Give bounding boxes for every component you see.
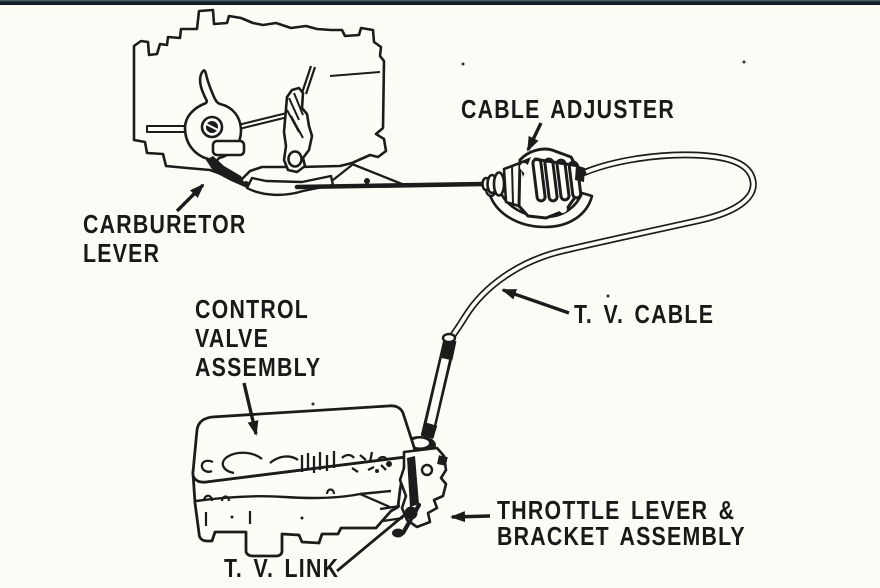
callout-arrows [175, 122, 570, 573]
label-carburetor-lever-line1: CARBURETOR [83, 209, 247, 239]
label-throttle-lever-bracket: THROTTLE LEVER & BRACKET ASSEMBLY [497, 497, 746, 549]
label-tv-cable-text: T. V. CABLE [574, 299, 715, 329]
scan-paper-band [0, 5, 880, 14]
carburetor-drawing [132, 8, 403, 196]
choke-lever [282, 65, 317, 174]
label-cable-adjuster: CABLE ADJUSTER [461, 95, 675, 124]
throttle-rod [146, 125, 191, 133]
scan-top-edge [0, 0, 880, 5]
label-throttle-bracket-line2: BRACKET ASSEMBLY [497, 521, 746, 551]
label-control-valve-line2: VALVE [195, 323, 270, 353]
label-tv-link: T. V. LINK [224, 554, 339, 583]
carburetor-body-outline [132, 8, 388, 183]
label-control-valve-assembly: CONTROL VALVE ASSEMBLY [195, 295, 321, 382]
arrow-carburetor-lever [175, 183, 205, 213]
arrow-control-valve [242, 382, 259, 436]
label-tv-link-text: T. V. LINK [224, 553, 340, 583]
label-control-valve-line1: CONTROL [195, 294, 310, 324]
throttle-lever-bracket-drawing [379, 446, 448, 538]
label-cable-adjuster-text: CABLE ADJUSTER [461, 94, 675, 124]
arrow-cable-adjuster [526, 122, 543, 152]
carburetor-lever-part [183, 69, 246, 169]
label-control-valve-line3: ASSEMBLY [195, 352, 322, 382]
cable-adjuster-drawing [481, 147, 594, 229]
tv-cable-loop [446, 151, 757, 342]
arrow-throttle-bracket [450, 511, 491, 523]
casting-texture [200, 451, 389, 475]
leader-tv-link [336, 510, 409, 573]
tv-cable-inner-wire [294, 181, 487, 190]
tv-link-part [400, 502, 422, 536]
label-carburetor-lever: CARBURETOR LEVER [83, 210, 247, 268]
label-carburetor-lever-line2: LEVER [83, 238, 161, 268]
arrow-tv-cable [501, 288, 570, 315]
label-throttle-bracket-line1: THROTTLE LEVER & [497, 495, 736, 525]
label-tv-cable: T. V. CABLE [574, 300, 714, 329]
